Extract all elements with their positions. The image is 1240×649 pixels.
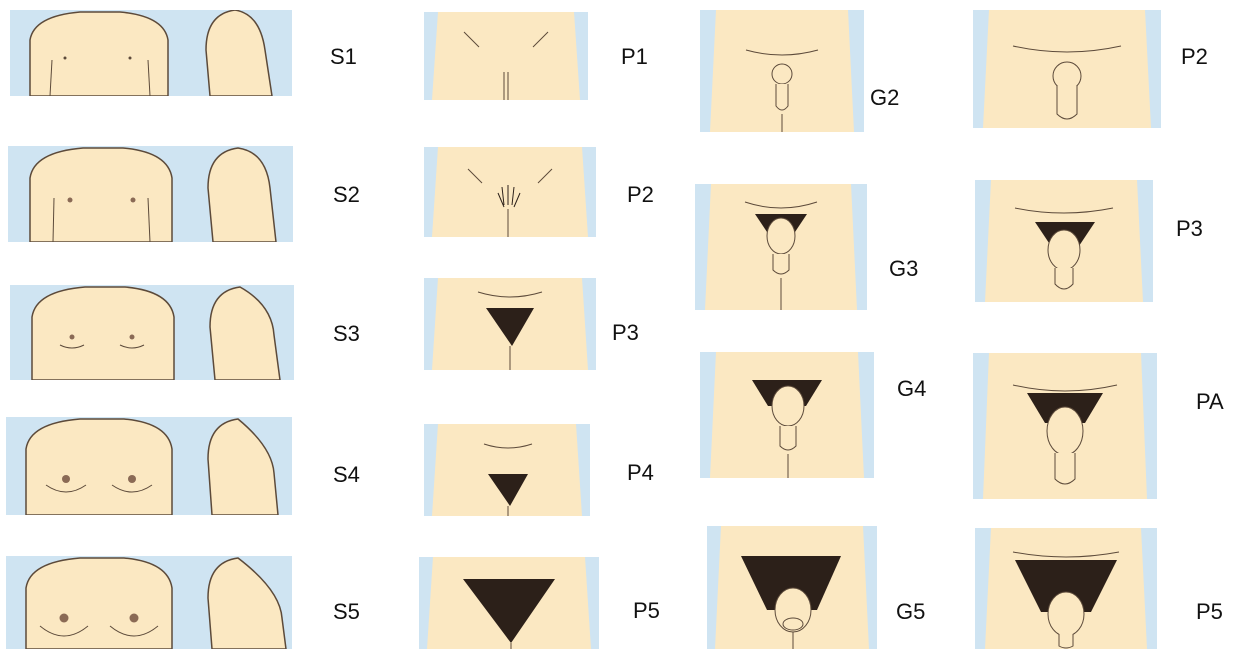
stage-label-s1: S1 [330, 46, 357, 68]
male-pubic-stage-2-illustration [973, 10, 1161, 128]
stage-label-s5: S5 [333, 601, 360, 623]
stage-label-g5: G5 [896, 601, 925, 623]
stage-label-male-p2: P2 [1181, 46, 1208, 68]
stage-label-g2: G2 [870, 87, 899, 109]
stage-label-female-p1: P1 [621, 46, 648, 68]
breast-stage-2-illustration [8, 146, 293, 242]
stage-label-s3: S3 [333, 323, 360, 345]
male-genital-stage-2-illustration [700, 10, 864, 132]
breast-stage-3-illustration [10, 285, 294, 380]
breast-stage-5-illustration [6, 556, 292, 649]
male-pubic-stage-3-illustration [975, 180, 1153, 302]
female-pubic-stage-5-illustration [419, 557, 599, 649]
stage-label-male-pa: PA [1196, 391, 1224, 413]
female-pubic-stage-1-illustration [424, 12, 588, 100]
female-pubic-stage-2-illustration [424, 147, 596, 237]
stage-label-g4: G4 [897, 378, 926, 400]
male-genital-stage-3-illustration [695, 184, 867, 310]
breast-stage-4-illustration [6, 417, 292, 515]
stage-label-female-p2: P2 [627, 184, 654, 206]
male-pubic-stage-5-illustration [975, 528, 1157, 649]
stage-label-female-p5: P5 [633, 600, 660, 622]
male-pubic-stage-a-illustration [973, 353, 1157, 499]
stage-label-female-p3: P3 [612, 322, 639, 344]
male-genital-stage-4-illustration [700, 352, 874, 478]
breast-stage-1-illustration [10, 10, 292, 96]
female-pubic-stage-4-illustration [424, 424, 590, 516]
stage-label-male-p5: P5 [1196, 601, 1223, 623]
female-pubic-stage-3-illustration [424, 278, 596, 370]
stage-label-s2: S2 [333, 184, 360, 206]
male-genital-stage-5-illustration [707, 526, 877, 649]
stage-label-female-p4: P4 [627, 462, 654, 484]
stage-label-s4: S4 [333, 464, 360, 486]
stage-label-g3: G3 [889, 258, 918, 280]
stage-label-male-p3: P3 [1176, 218, 1203, 240]
